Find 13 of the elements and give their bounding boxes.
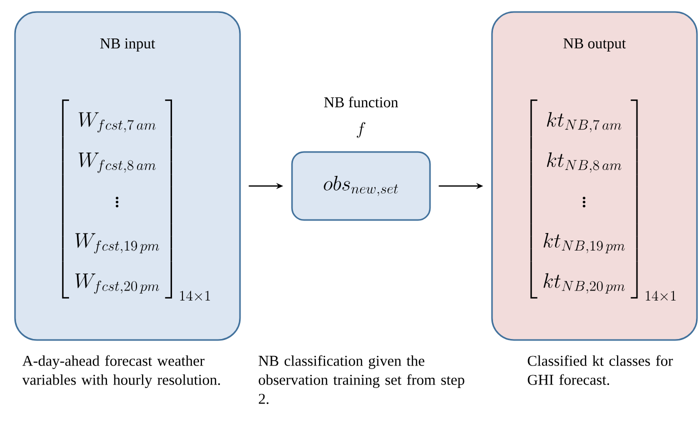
box-heading: NB output (563, 38, 626, 52)
matrix-formula: $\left[\begin{array}{c} W_{fcst,7\,am} \\ W_{fcst,8\,am} \\ \vdots \\ W_{fcst,19\,pm} \\ W_{fcst,20\,pm} \end{array}\right]_{14\times 1}$ (62, 100, 210, 300)
matrix-formula: $\left[\begin{array}{c} kt_{NB,7\,am} \\ kt_{NB,8\,am} \\ \vdots \\ kt_{NB,19\,pm} \\ kt_{NB,20\,pm} \end{array}\right]_{14\times 1}$ (530, 100, 676, 300)
caption-text: NB classification given the observation training set from step 2. (258, 355, 464, 404)
rounded-box (291, 96, 431, 221)
function-formula: $obs_{new,set}$ (324, 176, 398, 196)
caption-text: A-day-ahead forecast weather variables with hourly resolution. (22, 355, 220, 388)
box-heading: NB input (100, 38, 156, 52)
caption-text: Classified kt classes for GHI forecast. (528, 355, 673, 385)
rounded-box (491, 11, 698, 341)
box-heading: NB function (324, 96, 398, 108)
function-symbol: $f$ (356, 122, 366, 138)
rounded-box (14, 11, 241, 341)
